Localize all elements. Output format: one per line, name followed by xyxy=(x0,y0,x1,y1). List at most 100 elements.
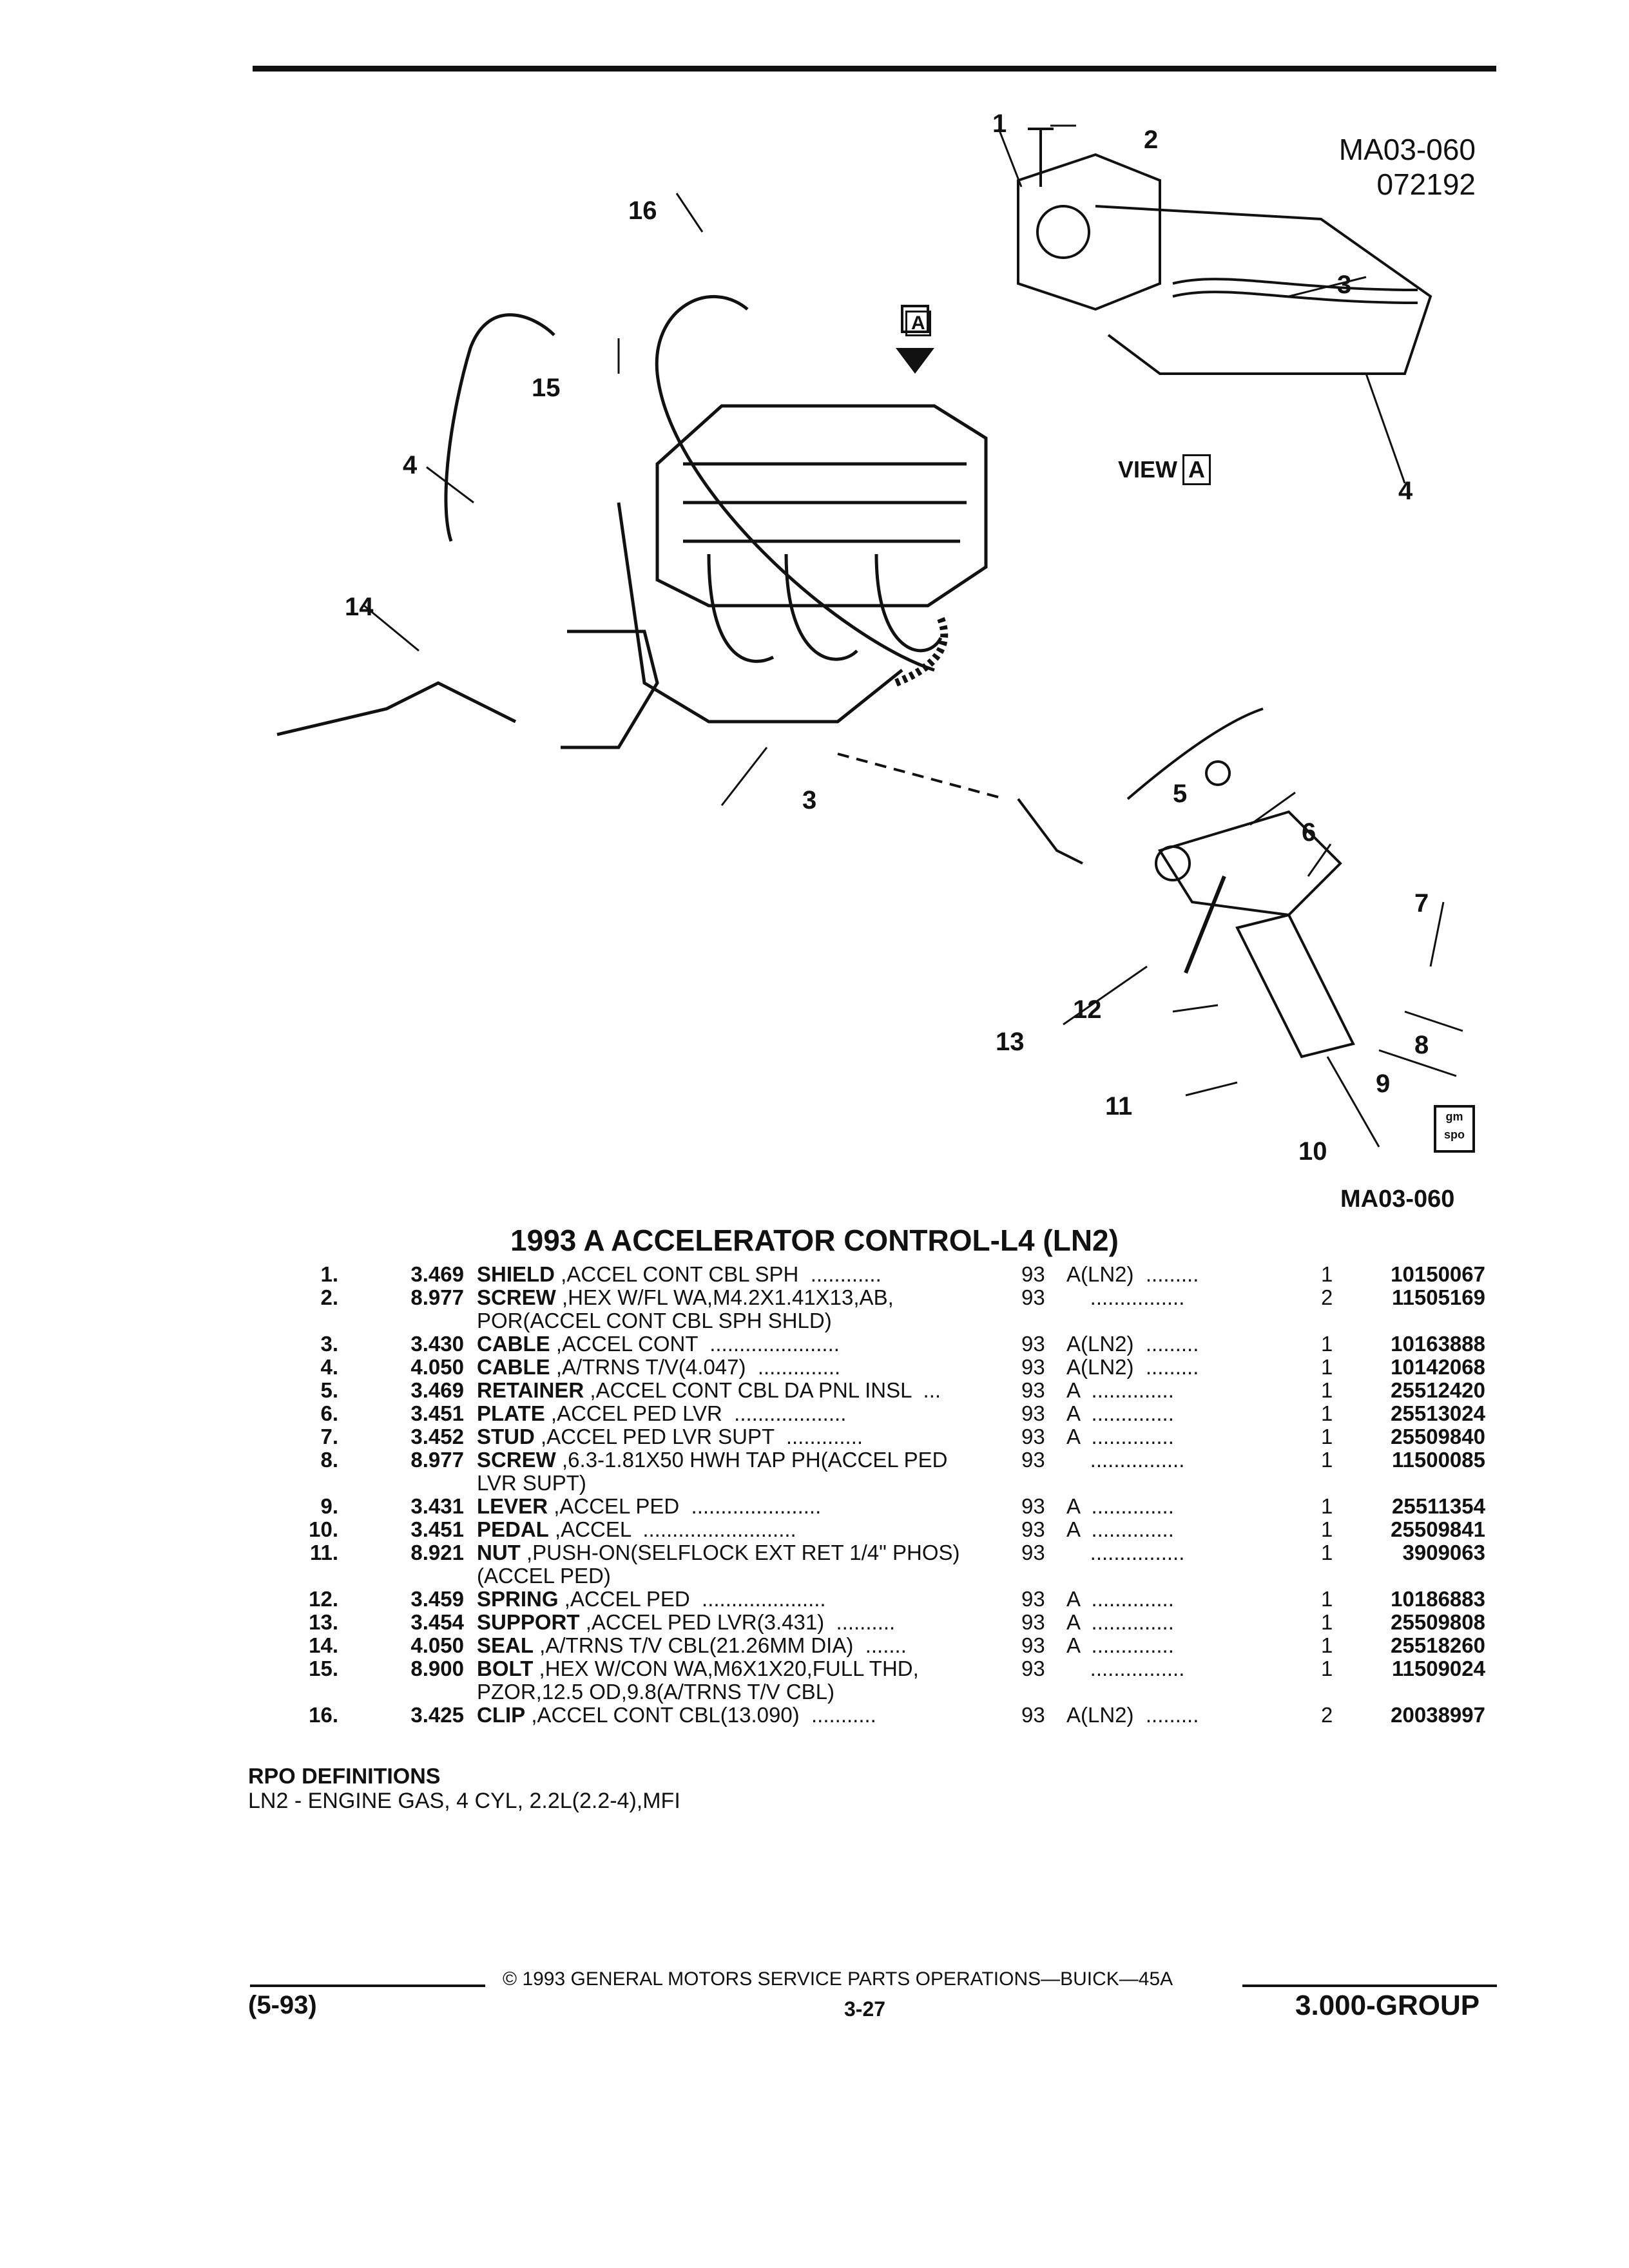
callout-9: 9 xyxy=(1376,1070,1391,1098)
engine-drawing xyxy=(276,295,988,749)
part-number-index: 8. xyxy=(320,1448,338,1472)
application: ................ xyxy=(1066,1448,1185,1472)
application: ................ xyxy=(1066,1285,1185,1309)
part-name: SPRING xyxy=(477,1587,559,1611)
part-number: 25513024 xyxy=(1391,1401,1485,1425)
part-number-index: 14. xyxy=(309,1633,338,1657)
part-number: 25509808 xyxy=(1391,1610,1485,1634)
marker-a xyxy=(896,305,934,374)
group-number: 3.469 xyxy=(410,1378,464,1402)
marker-a-letter: A xyxy=(905,311,931,336)
diagram-svg xyxy=(276,124,1463,1148)
part-number-index: 6. xyxy=(320,1401,338,1425)
part-detail: ,ACCEL PED LVR ................... xyxy=(545,1401,847,1425)
quantity: 1 xyxy=(1321,1587,1333,1611)
part-number: 10163888 xyxy=(1391,1332,1485,1356)
part-name: LEVER xyxy=(477,1494,548,1518)
pedal-assembly-drawing xyxy=(837,707,1355,1059)
callout-4-main: 4 xyxy=(403,451,418,479)
part-description: SCREW ,6.3-1.81X50 HWH TAP PH(ACCEL PED … xyxy=(464,1448,1015,1495)
part-detail: ,ACCEL PED ...................... xyxy=(548,1494,822,1518)
callout-14: 14 xyxy=(345,593,374,621)
part-number-index: 7. xyxy=(320,1425,338,1448)
part-detail: ,ACCEL CONT CBL(13.090) ........... xyxy=(525,1703,876,1727)
group-number: 3.430 xyxy=(410,1332,464,1356)
model-year: 93 xyxy=(1021,1401,1045,1425)
part-number-index: 1. xyxy=(320,1262,338,1286)
date-code: 072192 xyxy=(1376,168,1476,201)
callout-2: 2 xyxy=(1144,126,1159,154)
group-number: 8.921 xyxy=(410,1541,464,1564)
part-detail: ,ACCEL .......................... xyxy=(548,1517,796,1541)
view-a-drawing xyxy=(1017,128,1432,375)
rpo-line: LN2 - ENGINE GAS, 4 CYL, 2.2L(2.2-4),MFI xyxy=(248,1789,680,1813)
group-number: 4.050 xyxy=(410,1633,464,1657)
group-number: 3.451 xyxy=(410,1401,464,1425)
quantity: 2 xyxy=(1321,1703,1333,1727)
callout-16: 16 xyxy=(628,197,657,225)
part-number: 10186883 xyxy=(1391,1587,1485,1611)
group-number: 8.977 xyxy=(410,1285,464,1309)
part-name: CABLE xyxy=(477,1355,550,1379)
callout-6: 6 xyxy=(1302,818,1316,847)
part-number-index: 13. xyxy=(309,1610,338,1634)
part-number: 10142068 xyxy=(1391,1355,1485,1379)
part-number: 3909063 xyxy=(1402,1541,1485,1564)
application: A(LN2) ......... xyxy=(1066,1262,1199,1286)
callout-3-main: 3 xyxy=(802,786,817,814)
model-year: 93 xyxy=(1021,1541,1045,1564)
part-description: LEVER ,ACCEL PED ...................... xyxy=(464,1495,1015,1518)
group-number: 3.431 xyxy=(410,1494,464,1518)
model-year: 93 xyxy=(1021,1285,1045,1309)
callout-5: 5 xyxy=(1173,780,1188,808)
part-name: SEAL xyxy=(477,1633,534,1657)
callout-12: 12 xyxy=(1073,995,1102,1024)
quantity: 1 xyxy=(1321,1610,1333,1634)
group-number: 4.050 xyxy=(410,1355,464,1379)
part-description: BOLT ,HEX W/CON WA,M6X1X20,FULL THD, PZO… xyxy=(464,1657,1015,1704)
application: A .............. xyxy=(1066,1494,1174,1518)
model-year: 93 xyxy=(1021,1587,1045,1611)
part-description: CLIP ,ACCEL CONT CBL(13.090) ........... xyxy=(464,1704,1015,1727)
quantity: 1 xyxy=(1321,1517,1333,1541)
part-number-index: 3. xyxy=(320,1332,338,1356)
application: A .............. xyxy=(1066,1401,1174,1425)
part-detail: ,A/TRNS T/V CBL(21.26MM DIA) ....... xyxy=(534,1633,907,1657)
model-year: 93 xyxy=(1021,1633,1045,1657)
part-description: NUT ,PUSH-ON(SELFLOCK EXT RET 1/4" PHOS)… xyxy=(464,1541,1015,1588)
part-description: SPRING ,ACCEL PED ..................... xyxy=(464,1588,1015,1611)
quantity: 1 xyxy=(1321,1332,1333,1356)
footer-rule-right xyxy=(1242,1984,1497,1987)
part-number: 25512420 xyxy=(1391,1378,1485,1402)
top-rule xyxy=(253,66,1496,72)
part-number-index: 11. xyxy=(309,1541,338,1564)
part-description: PEDAL ,ACCEL .......................... xyxy=(464,1518,1015,1541)
application: A .............. xyxy=(1066,1633,1174,1657)
group-number: 8.977 xyxy=(410,1448,464,1472)
part-detail: ,ACCEL PED LVR(3.431) .......... xyxy=(579,1610,896,1634)
application: A .............. xyxy=(1066,1378,1174,1402)
callout-13: 13 xyxy=(996,1028,1025,1056)
part-number: 25511354 xyxy=(1391,1494,1485,1518)
model-year: 93 xyxy=(1021,1425,1045,1448)
group-number: 8.900 xyxy=(410,1657,464,1680)
part-number-index: 2. xyxy=(320,1285,338,1309)
quantity: 1 xyxy=(1321,1657,1333,1680)
table-row: 14. 4.050 SEAL ,A/TRNS T/V CBL(21.26MM DIA… xyxy=(284,1634,1508,1657)
quantity: 1 xyxy=(1321,1448,1333,1472)
part-detail: ,6.3-1.81X50 HWH TAP PH(ACCEL PED LVR SU… xyxy=(477,1448,948,1495)
exploded-parts-diagram xyxy=(258,103,1482,1198)
footer-date: (5-93) xyxy=(248,1991,317,2019)
model-year: 93 xyxy=(1021,1332,1045,1356)
callout-10: 10 xyxy=(1298,1137,1327,1166)
